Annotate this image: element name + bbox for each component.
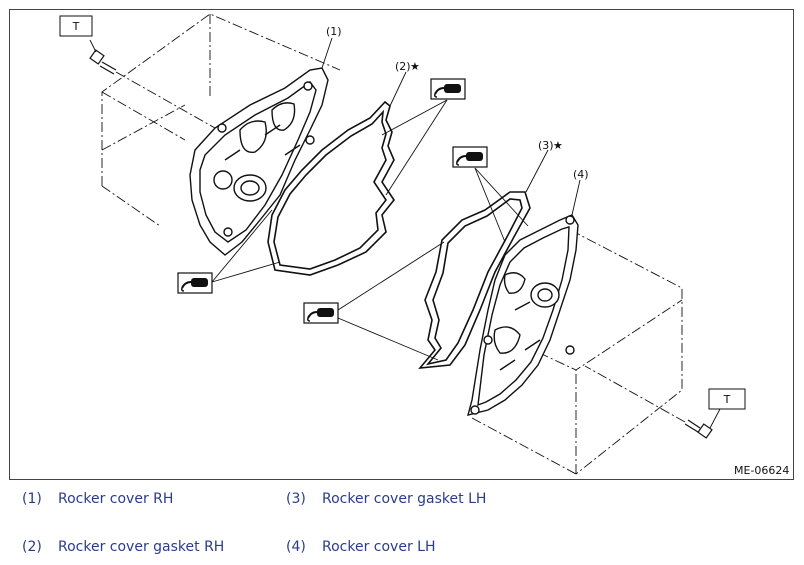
sealant-icon-2	[452, 146, 488, 168]
exploded-view-diagram: T T (1) (2) ★ (3) ★ (4) ME-06624	[59, 13, 789, 477]
callout-2: (2)	[395, 60, 411, 73]
callout-leaders	[321, 37, 581, 216]
legend-num: (3)	[286, 491, 306, 507]
bolt-left-axis	[115, 71, 216, 129]
legend-num: (4)	[286, 539, 306, 555]
legend-text: Rocker cover gasket LH	[322, 491, 487, 507]
legend-item-4: (4) Rocker cover LH	[286, 539, 435, 555]
torque-right-box	[708, 388, 746, 410]
sealant-icon-4	[303, 302, 339, 324]
torque-left-label: T	[72, 20, 80, 33]
callout-2-star: ★	[410, 60, 420, 73]
torque-right-leader	[709, 408, 721, 429]
torque-left-box	[59, 15, 93, 37]
sealant-icon-1	[430, 78, 466, 100]
bolt-right	[684, 419, 713, 439]
legend-num: (1)	[22, 491, 42, 507]
legend-item-2: (2) Rocker cover gasket RH	[22, 539, 224, 555]
torque-right-label: T	[723, 393, 731, 406]
legend-text: Rocker cover gasket RH	[58, 539, 225, 555]
legend-text: Rocker cover LH	[322, 539, 436, 555]
torque-left-leader	[89, 39, 97, 53]
legend-item-3: (3) Rocker cover gasket LH	[286, 491, 486, 507]
rocker-cover-gasket-lh	[418, 191, 531, 369]
callout-1: (1)	[326, 25, 342, 38]
bolt-left	[89, 49, 117, 75]
callout-3-star: ★	[553, 139, 563, 152]
legend-num: (2)	[22, 539, 42, 555]
bolt-right-axis	[584, 365, 686, 423]
sealant-icon-3	[177, 272, 213, 294]
callout-4: (4)	[573, 168, 589, 181]
callout-3: (3)	[538, 139, 554, 152]
diagram-frame: T T (1) (2) ★ (3) ★ (4) ME-06624	[9, 9, 794, 480]
figure-code: ME-06624	[734, 464, 789, 477]
rocker-cover-rh	[189, 67, 329, 256]
legend-text: Rocker cover RH	[58, 491, 174, 507]
rh-assembly-box	[101, 13, 341, 227]
legend-item-1: (1) Rocker cover RH	[22, 491, 173, 507]
rocker-cover-lh	[467, 214, 579, 416]
rocker-cover-gasket-rh	[267, 100, 395, 276]
